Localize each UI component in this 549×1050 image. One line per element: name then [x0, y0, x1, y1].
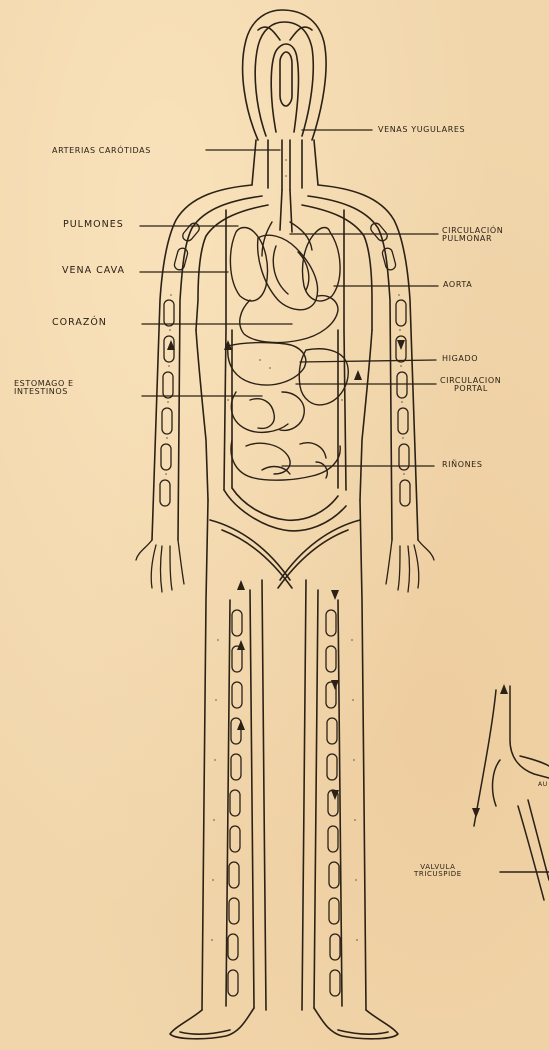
label-rinones: RIÑONES	[442, 461, 483, 469]
left-arm-capillaries	[160, 221, 201, 506]
right-arm-capillaries	[369, 221, 410, 506]
head-outline	[243, 10, 326, 190]
central-vessels	[224, 190, 346, 490]
label-aorta: AORTA	[443, 281, 472, 289]
label-arterias-carotidas: ARTERIAS CARÓTIDAS	[52, 147, 151, 155]
label-circulacion-pulmonar-line2: PULMONAR	[442, 235, 503, 243]
label-valvula-tricuspide: VALVULA TRICUSPIDE	[414, 864, 462, 879]
abdomen-organs	[228, 343, 349, 480]
label-estomago-intestinos: ESTOMAGO E INTESTINOS	[14, 380, 74, 397]
stipple-texture	[165, 159, 405, 941]
right-hand	[386, 540, 434, 592]
left-hand	[136, 540, 184, 592]
label-corazon: CORAZÓN	[52, 318, 107, 328]
label-circulacion-portal: CIRCULACION PORTAL	[440, 377, 501, 394]
label-heart-partial: AU	[538, 782, 548, 788]
label-higado: HIGADO	[442, 355, 478, 363]
heart-valve-diagram	[472, 684, 549, 900]
label-pulmones: PULMONES	[63, 220, 124, 230]
label-valvula-line2: TRICUSPIDE	[414, 871, 462, 878]
label-venas-yugulares: VENAS YUGULARES	[378, 126, 465, 134]
label-circulacion-portal-line2: PORTAL	[440, 385, 501, 393]
pelvis-crossing	[210, 488, 360, 588]
label-circulacion-pulmonar: CIRCULACIÓN PULMONAR	[442, 227, 503, 244]
label-estomago-line2: INTESTINOS	[14, 388, 74, 396]
label-vena-cava: VENA CAVA	[62, 266, 125, 276]
leader-lines	[140, 130, 438, 466]
